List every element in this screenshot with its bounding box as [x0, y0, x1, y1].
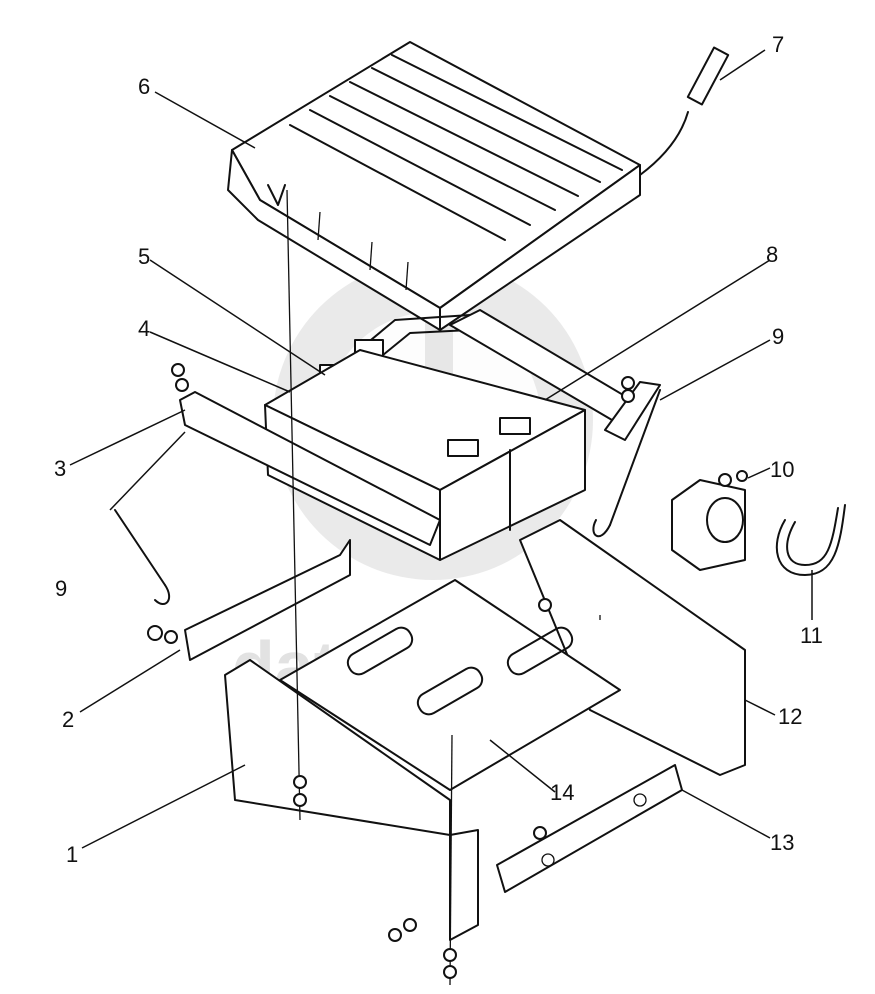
- base-box: [224, 659, 479, 941]
- callout-14: 14: [550, 780, 574, 805]
- front-bar: [496, 764, 683, 893]
- relay: [671, 470, 748, 571]
- callout-6: 6: [138, 74, 150, 99]
- callout-13: 13: [770, 830, 794, 855]
- callout-10: 10: [770, 457, 794, 482]
- j-bolt-left: [114, 509, 171, 605]
- side-hold-down-bar: [171, 363, 441, 546]
- callout-5: 5: [138, 244, 150, 269]
- callout-11: 11: [800, 623, 823, 648]
- vent-tube: [639, 46, 730, 176]
- bracket-left: [147, 539, 351, 661]
- battery-cover: [227, 41, 641, 331]
- battery-tray: [279, 579, 621, 791]
- callout-labels: 1 2 3 4 5 6 7 8 9 9 10 11 12 13 14: [54, 32, 823, 867]
- callout-1: 1: [66, 842, 78, 867]
- callout-9-right: 9: [772, 324, 784, 349]
- callout-9-left: 9: [55, 576, 67, 601]
- callout-12: 12: [778, 704, 802, 729]
- callout-8: 8: [766, 242, 778, 267]
- callout-3: 3: [54, 456, 66, 481]
- callout-7: 7: [772, 32, 784, 57]
- fasteners: [286, 189, 635, 986]
- battery-strap: [775, 504, 846, 576]
- side-bracket: [519, 519, 746, 776]
- callout-4: 4: [138, 316, 150, 341]
- leader-lines: [69, 49, 813, 849]
- callout-2: 2: [62, 707, 74, 732]
